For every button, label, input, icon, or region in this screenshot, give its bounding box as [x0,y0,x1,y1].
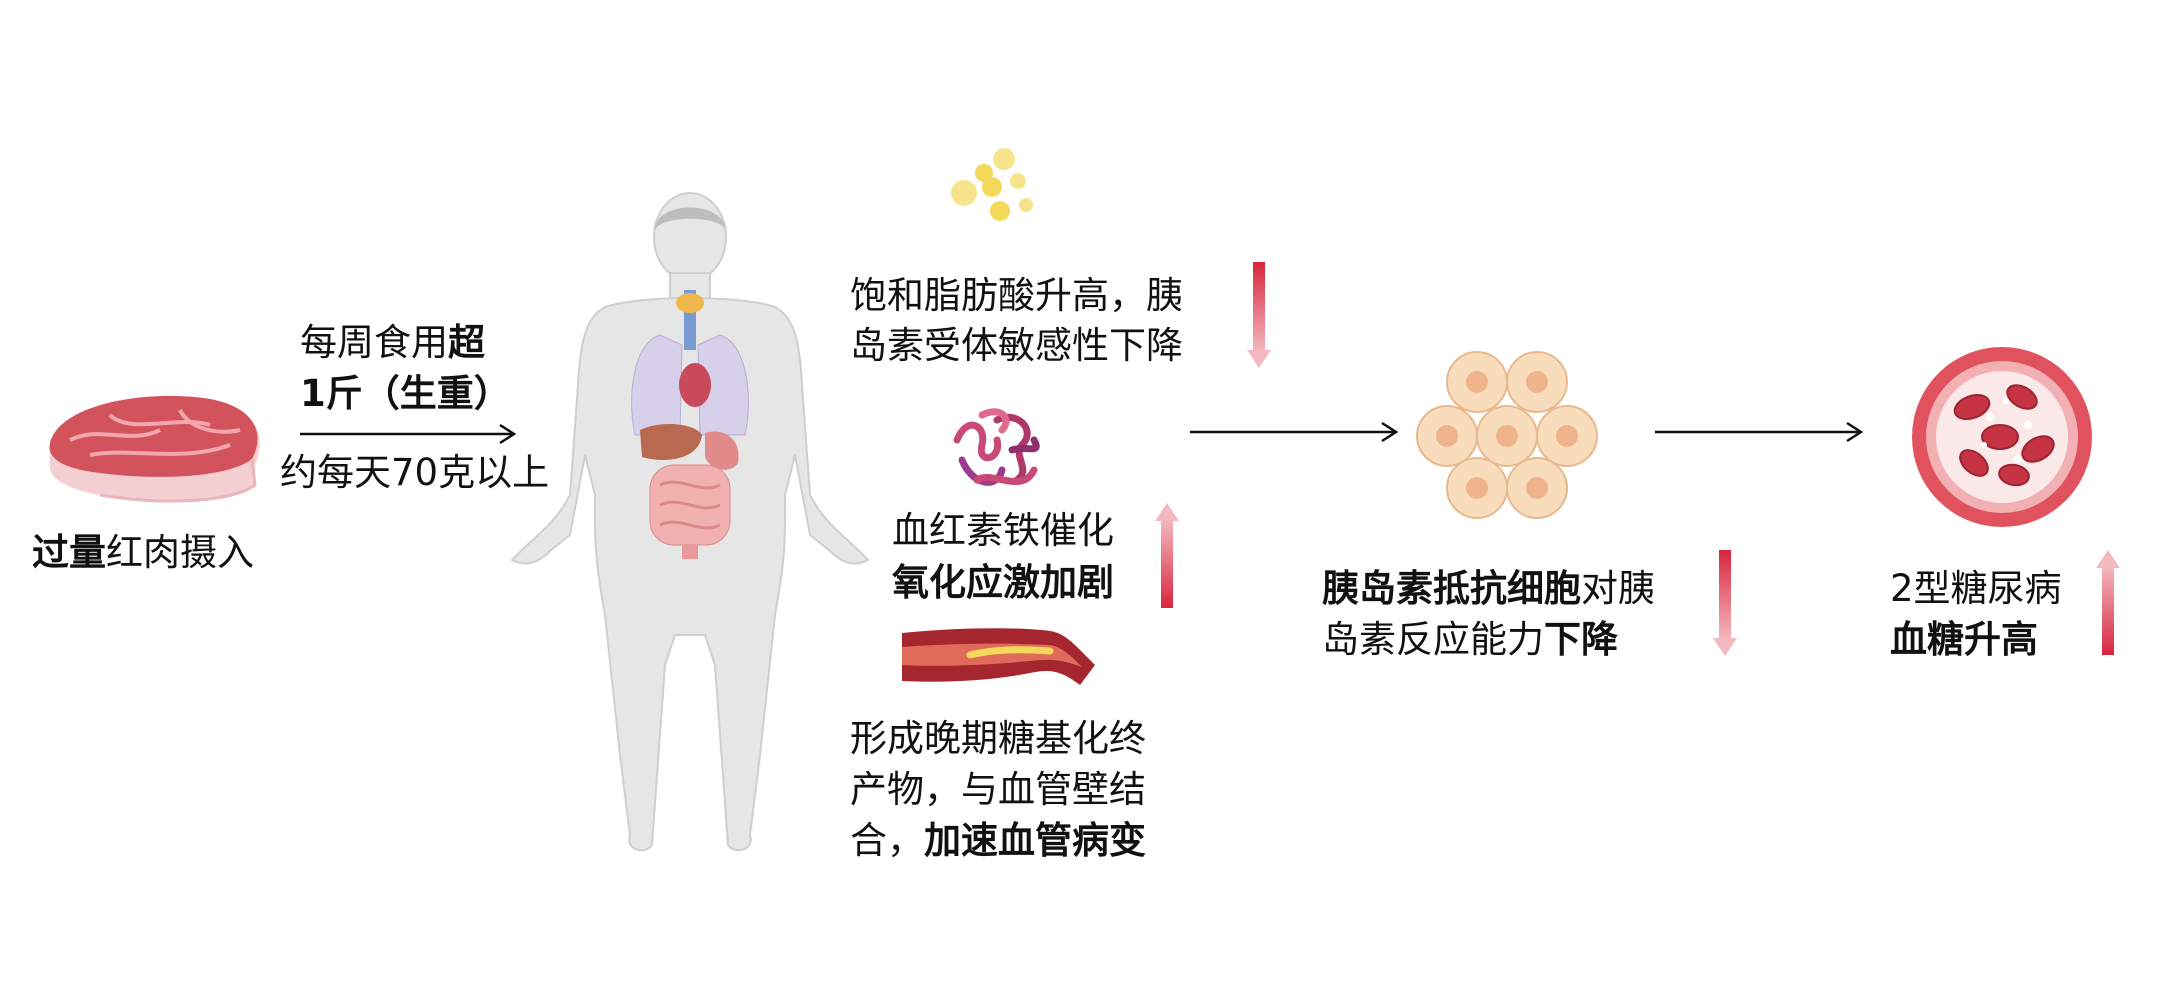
up-arrow-heme [1155,503,1179,608]
dose-arrow [300,423,517,445]
cell-cluster-icon [1416,351,1598,519]
heme-protein-icon [953,408,1040,486]
intake-normal: 红肉摄入 [106,531,254,574]
resistance-line2: 岛素反应能力下降 [1322,614,1618,665]
heme-effect-line1: 血红素铁催化 [892,509,1114,552]
outcome-bold: 血糖升高 [1890,618,2038,661]
down-arrow-resistance [1713,550,1737,656]
heme-effect-bold: 氧化应激加剧 [892,561,1114,604]
resistance-bold2: 下降 [1544,618,1618,661]
blood-vessel-cross-section-icon [1912,347,2092,527]
heme-effect-line2: 氧化应激加剧 [892,557,1114,608]
outcome-line2: 血糖升高 [1890,614,2038,665]
age-effect-line2: 产物，与血管壁结 [850,768,1146,811]
fat-droplets-icon [951,148,1033,221]
resistance-normal1: 对胰 [1581,567,1655,610]
up-arrow-outcome [2096,550,2120,655]
arrow-to-cells [1190,421,1399,443]
dose-line1-bold: 超 [448,321,485,364]
down-arrow-fat [1247,262,1271,368]
artery-icon [902,628,1095,685]
intake-bold: 过量 [32,531,106,574]
resistance-line1: 胰岛素抵抗细胞对胰 [1322,563,1655,614]
resistance-bold1: 胰岛素抵抗细胞 [1322,567,1581,610]
arrow-to-vessel [1655,421,1864,443]
age-effect-line1: 形成晚期糖基化终 [850,717,1146,760]
fat-effect-line2: 岛素受体敏感性下降 [850,324,1183,367]
age-effect-line3-bold: 加速血管病变 [924,819,1146,862]
dose-line1: 每周食用超 [300,317,485,368]
fat-effect-line1: 饱和脂肪酸升高，胰 [850,274,1183,317]
outcome-line1: 2型糖尿病 [1890,567,2062,610]
dose-line1-normal: 每周食用 [300,321,448,364]
human-body-icon [510,192,870,852]
dose-line3: 约每天70克以上 [280,451,550,494]
dose-line2: 1斤（生重） [300,368,511,419]
meat-icon [49,395,260,503]
resistance-normal2: 岛素反应能力 [1322,618,1544,661]
dose-line2-bold: 1斤（生重） [300,372,511,415]
age-effect-line3: 合，加速血管病变 [850,815,1146,866]
age-effect-line3-normal: 合， [850,819,924,862]
intake-label: 过量红肉摄入 [32,527,254,578]
